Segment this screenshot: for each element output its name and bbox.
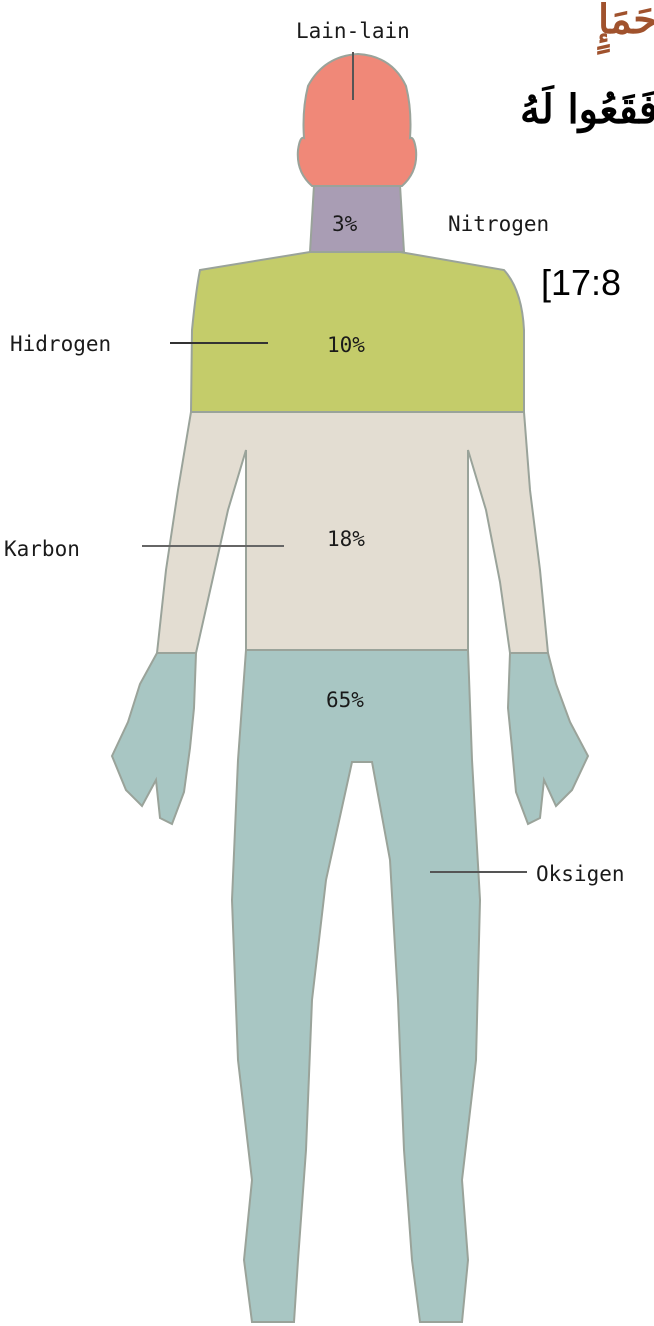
hidrogen-percent: 10% <box>327 333 365 357</box>
verse-reference: [17:8 <box>541 262 621 304</box>
nitrogen-percent: 3% <box>332 212 358 236</box>
karbon-percent: 18% <box>327 527 365 551</box>
nitrogen-label: Nitrogen <box>448 212 549 236</box>
oksigen-percent: 65% <box>326 688 364 712</box>
oksigen-region <box>232 650 480 1322</box>
lain-lain-label: Lain-lain <box>296 19 410 43</box>
oksigen-label: Oksigen <box>536 862 625 886</box>
arabic-heading-1: حَمَإٍ <box>598 0 654 43</box>
arabic-heading-2: فَقَعُوا لَهُ <box>520 86 654 133</box>
hidrogen-region <box>191 252 524 412</box>
oksigen-right-hand <box>508 653 588 824</box>
karbon-label: Karbon <box>4 537 80 561</box>
lain-lain-region <box>298 54 416 186</box>
hidrogen-label: Hidrogen <box>10 332 111 356</box>
oksigen-left-hand <box>112 653 196 824</box>
